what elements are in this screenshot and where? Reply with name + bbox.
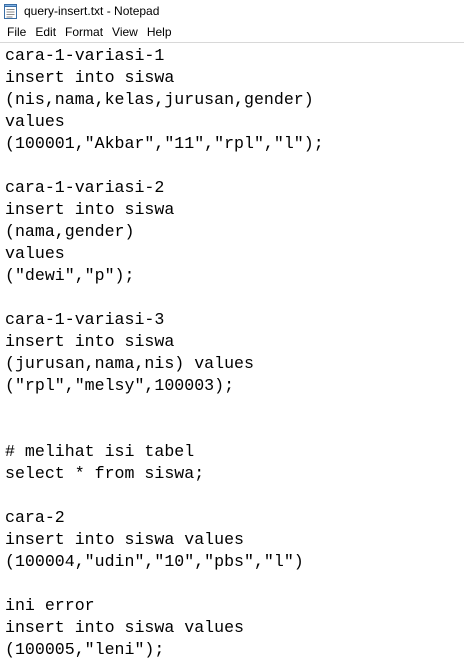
title-bar[interactable]: query-insert.txt - Notepad	[0, 0, 464, 22]
notepad-icon	[4, 3, 17, 19]
menu-file[interactable]: File	[7, 25, 27, 39]
menu-format[interactable]: Format	[65, 25, 104, 39]
menu-help[interactable]: Help	[146, 25, 172, 39]
menu-view[interactable]: View	[112, 25, 138, 39]
text-editor[interactable]: cara-1-variasi-1 insert into siswa (nis,…	[0, 42, 464, 670]
menu-bar: File Edit Format View Help	[0, 22, 464, 42]
window-title: query-insert.txt - Notepad	[24, 4, 160, 18]
editor-content[interactable]: cara-1-variasi-1 insert into siswa (nis,…	[5, 46, 324, 659]
menu-edit[interactable]: Edit	[35, 25, 57, 39]
